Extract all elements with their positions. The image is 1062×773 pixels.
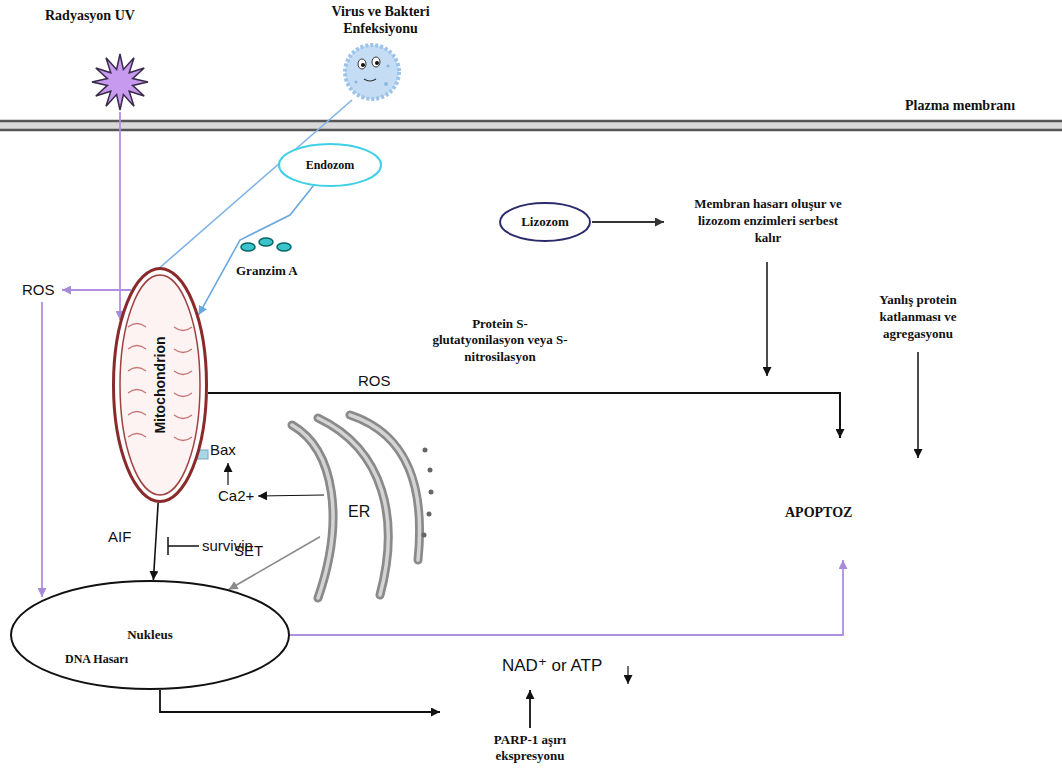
nucleus-ellipse: NukleusDNA Hasarı: [10, 580, 290, 690]
virus-mouth: [364, 79, 376, 81]
node-note: DNA Hasarı: [65, 652, 128, 666]
er-cisterna: [350, 415, 420, 560]
calcium-to-bax-arrow: [227, 463, 228, 485]
parp-arrow: [529, 690, 531, 728]
uv-arrow: [119, 112, 121, 320]
granzyme-label: Granzim A: [236, 263, 298, 279]
virus-pupil: [361, 63, 365, 67]
endosome-ellipse: [279, 144, 381, 186]
membrane-line: [0, 120, 1062, 123]
crista: [174, 393, 192, 397]
virus-eye: [372, 57, 380, 67]
crista: [174, 371, 192, 375]
virus-icon: [345, 45, 399, 99]
virus-speck: [354, 80, 357, 83]
note-label: Protein S-glutatyonilasyon veya S-nitros…: [430, 316, 570, 365]
crista: [128, 324, 146, 328]
plasma-membrane: [0, 121, 1062, 130]
inner-membrane: [120, 275, 200, 495]
crista: [174, 437, 192, 441]
membrane-line: [0, 129, 1062, 132]
nucleus-apoptosis-line: [290, 560, 843, 635]
note-label: Membran hasarı oluşur ve lizozom enzimle…: [688, 196, 848, 247]
ribosome: [428, 468, 433, 473]
crista: [128, 390, 146, 394]
mitochondrion-shape: Mitochondrion: [112, 267, 208, 503]
ros-to-nucleus-arrow: [41, 302, 43, 597]
edge-label: AIF: [108, 528, 131, 546]
er-lumen: [350, 415, 420, 560]
granzyme-granule: [241, 243, 255, 251]
note-label: PARP-1 aşırı ekspresyonu: [480, 732, 580, 765]
ribosome: [422, 533, 427, 538]
crista: [174, 349, 192, 353]
lysosome-ellipse: Lizozom: [499, 202, 591, 242]
er-figure-outline: [320, 410, 430, 600]
er-cisterna: [292, 425, 333, 598]
outcome-label: APOPTOZ: [785, 505, 852, 522]
ros-label: ROS: [22, 281, 55, 299]
stimulus-label: Virus ve Bakteri Enfeksiyonu: [318, 4, 443, 38]
endosome-ellipse: Endozom: [278, 143, 382, 187]
note-label: Yanlış protein katlanması ve agregasyonu: [858, 292, 978, 343]
edge-label: SET: [234, 542, 263, 560]
membrane-label: Plazma membranı: [905, 98, 1015, 115]
virus-eye: [358, 59, 366, 69]
granzyme-granule: [277, 243, 291, 251]
granzyme-arrow: [199, 186, 314, 315]
lysosome-ellipse: [500, 203, 590, 241]
er-figure: ER: [320, 410, 430, 600]
crista: [174, 327, 192, 331]
mitochondrion-shape: [114, 269, 207, 502]
crista: [128, 434, 146, 438]
stimulus-label: Radyasyon UV: [45, 8, 135, 25]
er-lumen: [292, 425, 333, 598]
node-title: Nukleus: [127, 627, 173, 643]
dna-damage-arrow: [160, 690, 440, 712]
ros-label: ROS: [358, 372, 391, 390]
ion-label: Ca2+: [218, 487, 254, 505]
calcium-release-arrow: [258, 495, 324, 496]
granzyme-granule: [259, 238, 273, 246]
inhibition-line: [168, 545, 199, 547]
node-title: Mitochondrion: [152, 336, 169, 433]
ribosome: [427, 512, 432, 517]
uv-starburst: [92, 54, 148, 110]
protein-label: Bax: [210, 441, 236, 459]
ribosome: [423, 448, 428, 453]
aif-arrow: [153, 503, 158, 580]
lysosome-arrow: [592, 221, 664, 223]
virus-speck: [384, 82, 388, 86]
er-lumen: [318, 418, 388, 595]
node-title: ER: [348, 502, 370, 521]
node-title: Lizozom: [521, 214, 569, 230]
node-title: Endozom: [306, 158, 355, 172]
decrease-arrow: [627, 666, 628, 684]
ros-arrow: [62, 289, 131, 291]
crista: [174, 415, 192, 419]
set-arrow: [229, 537, 320, 590]
membrane-damage-arrow: [766, 262, 768, 376]
metabolite-label: NAD⁺ or ATP: [502, 656, 602, 676]
nucleus-ellipse: [11, 581, 289, 689]
crista: [128, 412, 146, 416]
crista: [128, 346, 146, 350]
misfolding-arrow: [917, 352, 919, 458]
virus-pupil: [375, 61, 379, 65]
virus-speck: [386, 64, 389, 67]
infection-arrow: [133, 100, 352, 291]
er-cisterna: [318, 418, 388, 595]
crista: [128, 368, 146, 372]
ribosome: [429, 490, 434, 495]
